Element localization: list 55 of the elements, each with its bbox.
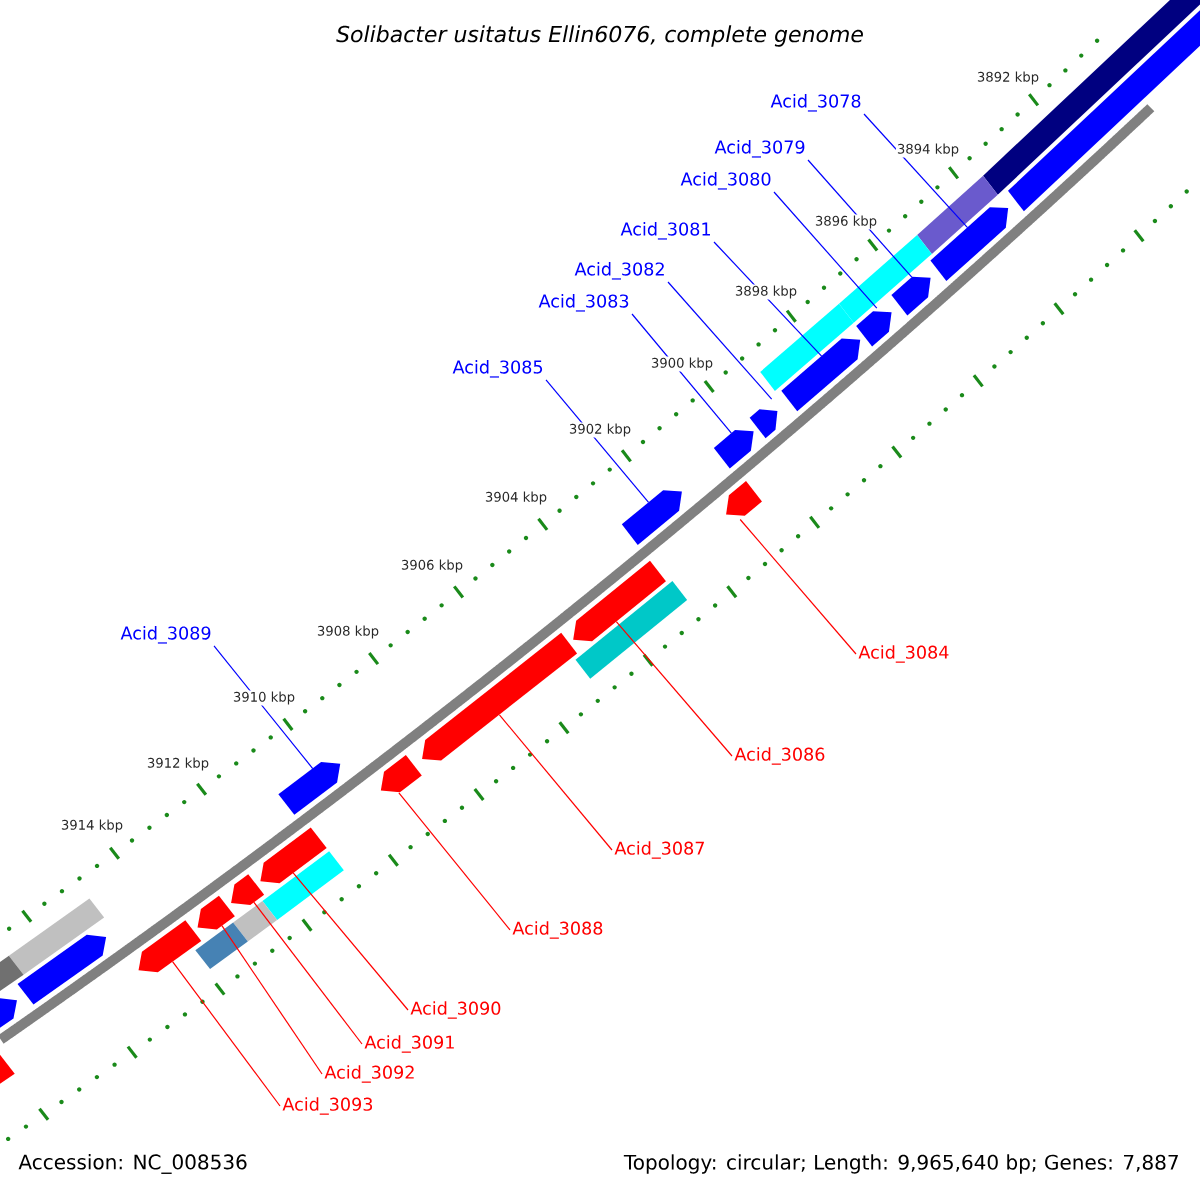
gene-feature — [573, 560, 666, 642]
leader-line — [667, 281, 773, 400]
gene-feature — [231, 874, 265, 905]
gene-label: Acid_3083 — [538, 294, 629, 312]
gene-feature — [781, 338, 861, 412]
gene-label: Acid_3082 — [574, 262, 664, 280]
title: Solibacter usitatus Ellin6076, complete genome — [336, 25, 863, 47]
gene-feature — [726, 480, 762, 516]
gene-label: Acid_3091 — [364, 1035, 454, 1053]
gene-feature — [0, 1054, 15, 1084]
gene-feature — [278, 761, 341, 815]
gene-feature — [891, 276, 931, 316]
gene-feature — [1007, 10, 1200, 212]
gene-feature — [380, 755, 422, 793]
gene-label: Acid_3086 — [734, 747, 825, 765]
gene-feature — [621, 490, 682, 545]
gene-label: Acid_3090 — [410, 1001, 501, 1019]
leader-line — [498, 714, 613, 851]
footer-text: Topology: circular; Length: 9,965,640 bp; Genes: 7,887 — [623, 1154, 1178, 1174]
gene-label: Acid_3092 — [324, 1065, 414, 1083]
leader-line — [213, 645, 314, 770]
leader-line — [545, 379, 650, 503]
gene-label: Acid_3084 — [858, 645, 949, 663]
gene-label: Acid_3078 — [770, 94, 861, 112]
gene-label: Acid_3080 — [680, 172, 771, 190]
gene-feature — [749, 409, 778, 439]
gene-label: Acid_3081 — [620, 222, 710, 240]
leader-line — [631, 313, 732, 434]
gene-label: Acid_3079 — [714, 140, 805, 158]
gene-label: Acid_3089 — [120, 626, 211, 644]
leader-line — [615, 621, 733, 757]
gene-feature — [138, 920, 202, 973]
leader-line — [713, 241, 823, 357]
leader-line — [398, 792, 511, 931]
leader-line — [863, 113, 969, 229]
gene-label: Acid_3087 — [614, 841, 704, 859]
leader-line — [773, 191, 878, 309]
gene-feature — [856, 311, 892, 347]
gene-feature — [260, 827, 327, 884]
gene-label: Acid_3088 — [512, 921, 603, 939]
leader-line — [221, 925, 323, 1075]
gene-feature — [197, 895, 235, 930]
gene-feature — [0, 998, 17, 1028]
gene-feature — [422, 632, 578, 761]
leader-line — [807, 159, 913, 278]
leader-line — [253, 901, 363, 1045]
leader-line — [292, 872, 409, 1011]
gene-label: Acid_3085 — [452, 360, 543, 378]
gene-feature — [930, 207, 1009, 282]
gene-label: Acid_3093 — [282, 1097, 373, 1115]
gene-feature — [713, 430, 754, 469]
leader-line — [172, 960, 281, 1107]
footer-text: Accession: NC_008536 — [18, 1154, 247, 1174]
gene-feature — [17, 934, 107, 1005]
leader-line — [739, 518, 857, 655]
